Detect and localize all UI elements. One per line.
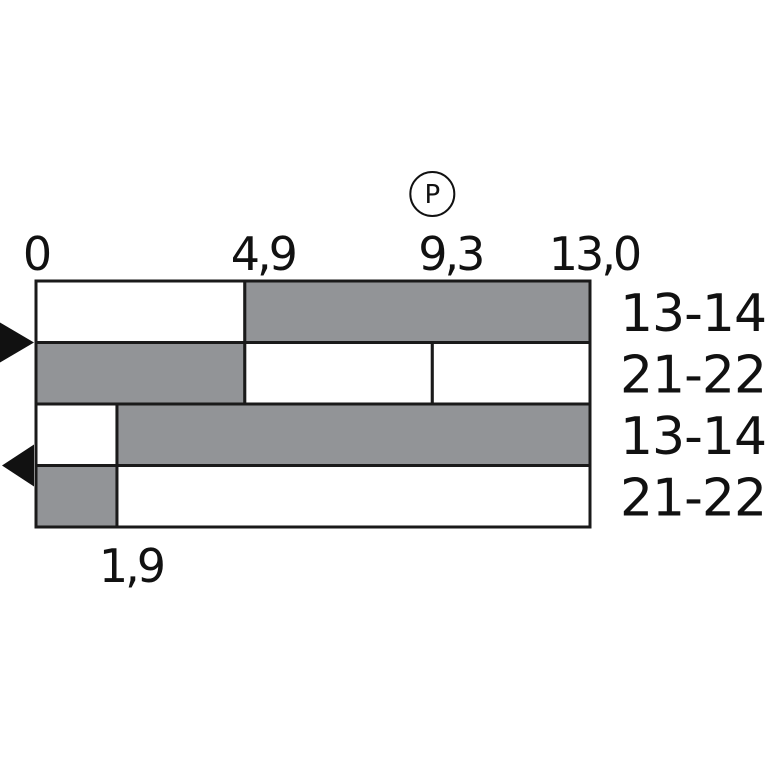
bottom-tick-label: 1,9 <box>99 539 164 593</box>
top-tick-label: 9,3 <box>418 227 482 281</box>
row-label-4: 21-22 <box>620 468 766 528</box>
row-label-3: 13-14 <box>620 407 766 467</box>
band-row-3-segment-1-open <box>34 402 119 467</box>
band-row-1-segment-1-open <box>34 279 247 344</box>
p-marker: P <box>409 171 456 217</box>
diagram-frame <box>34 279 592 529</box>
top-tick-label: 0 <box>23 227 50 281</box>
arrow-right-icon <box>0 322 34 363</box>
row-label-2: 21-22 <box>620 345 766 405</box>
p-marker-letter: P <box>424 180 440 210</box>
top-tick-label: 13,0 <box>549 227 640 281</box>
bottom-tick-labels: 1,9 <box>99 539 167 593</box>
band-row-4-segment-1-closed <box>34 464 119 529</box>
contact-bands <box>34 279 592 529</box>
band-row-2-segment-2-open <box>243 341 434 406</box>
band-row-1-segment-2-closed <box>243 279 592 344</box>
band-row-2-segment-3-open <box>430 341 592 406</box>
band-row-4-segment-2-open <box>115 464 592 529</box>
top-tick-labels: 0 4,9 9,3 13,0 <box>23 227 643 281</box>
direction-arrows <box>0 322 34 487</box>
arrow-left-icon <box>2 444 34 487</box>
row-label-1: 13-14 <box>620 284 766 344</box>
band-row-2-segment-1-closed <box>34 341 247 406</box>
band-row-3-segment-2-closed <box>115 402 592 467</box>
top-tick-label: 4,9 <box>231 227 296 281</box>
p-marker-circle-icon <box>409 171 456 217</box>
